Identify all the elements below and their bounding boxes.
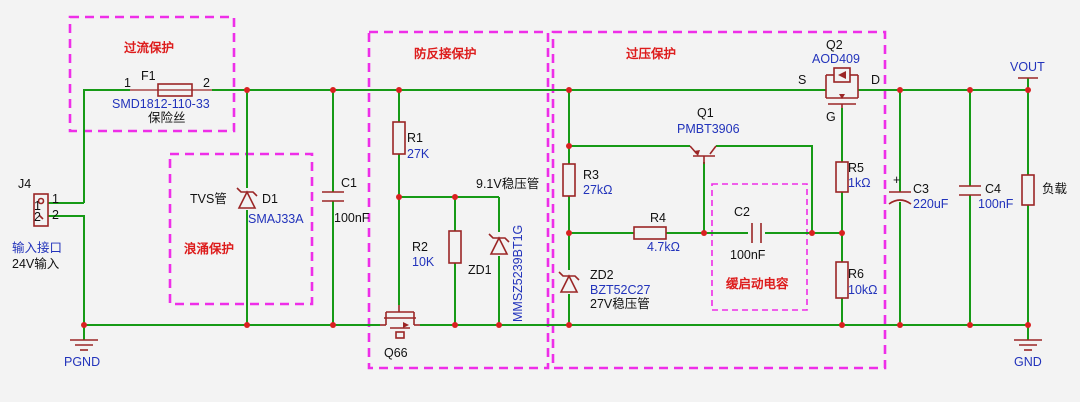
resistor-r5 xyxy=(835,161,849,193)
resistor-r4 xyxy=(633,226,667,240)
c3-ref: C3 xyxy=(913,182,929,196)
c2-value: 100nF xyxy=(730,248,766,262)
capacitor-c4 xyxy=(959,185,981,196)
r6-ref: R6 xyxy=(848,267,864,281)
zd1-desc: 9.1V稳压管 xyxy=(476,176,539,191)
r1-value: 27K xyxy=(407,147,430,161)
gnd-symbol xyxy=(1014,339,1042,351)
zener-zd1 xyxy=(488,233,510,255)
zd2-ref: ZD2 xyxy=(590,268,614,282)
q1-ref: Q1 xyxy=(697,106,714,120)
zener-zd2 xyxy=(558,271,580,293)
f1-part: SMD1812-110-33 xyxy=(112,97,210,111)
capacitor-c1 xyxy=(322,191,344,202)
f1-desc: 保险丝 xyxy=(148,110,186,125)
r3-value: 27kΩ xyxy=(583,183,613,197)
r2-ref: R2 xyxy=(412,240,428,254)
f1-ref: F1 xyxy=(141,69,156,83)
label-softstart: 缓启动电容 xyxy=(726,276,789,291)
q2-s: S xyxy=(798,73,806,87)
zd2-part: BZT52C27 xyxy=(590,283,650,297)
net-vout: VOUT xyxy=(1010,60,1045,74)
q2-d: D xyxy=(871,73,880,87)
capacitor-c3 xyxy=(888,191,912,205)
resistor-r2 xyxy=(448,230,462,264)
zd2-desc: 27V稳压管 xyxy=(590,296,650,311)
connector-j4 xyxy=(33,193,49,227)
resistor-r6 xyxy=(835,261,849,299)
net-pgnd: PGND xyxy=(64,355,100,369)
r5-value: 1kΩ xyxy=(848,176,871,190)
resistor-r1 xyxy=(392,121,406,155)
wire-in-fuse xyxy=(83,89,130,203)
r4-value: 4.7kΩ xyxy=(647,240,680,254)
label-overvoltage: 过压保护 xyxy=(626,46,676,61)
j4-label: 输入接口 xyxy=(12,240,62,255)
wires xyxy=(48,78,1029,340)
q2-ref: Q2 xyxy=(826,38,843,52)
d1-desc: TVS管 xyxy=(190,191,227,206)
d1-part: SMAJ33A xyxy=(248,212,304,226)
r1-ref: R1 xyxy=(407,131,423,145)
overvoltage-box xyxy=(551,30,887,370)
c3-plus: + xyxy=(893,173,900,187)
r4-ref: R4 xyxy=(650,211,666,225)
load-label: 负载 xyxy=(1042,182,1068,196)
surge-box xyxy=(168,152,314,306)
transistor-q1 xyxy=(689,145,717,164)
wire-gnd-in xyxy=(48,215,85,325)
c1-value: 100nF xyxy=(334,211,370,225)
zd1-ref: ZD1 xyxy=(468,263,492,277)
q66-ref: Q66 xyxy=(384,346,408,360)
j4-desc: 24V输入 xyxy=(12,256,60,271)
label-reverse: 防反接保护 xyxy=(414,46,477,61)
mosfet-q2 xyxy=(825,67,859,108)
r3-ref: R3 xyxy=(583,168,599,182)
tvs-diode-d1 xyxy=(236,187,258,209)
mosfet-q66 xyxy=(380,305,420,339)
d1-ref: D1 xyxy=(262,192,278,206)
junctions xyxy=(81,87,1031,328)
label-surge: 浪涌保护 xyxy=(184,241,234,256)
svg-text:2: 2 xyxy=(34,210,41,224)
capacitor-c2 xyxy=(751,223,762,243)
r2-value: 10K xyxy=(412,255,435,269)
svg-text:1: 1 xyxy=(34,199,41,213)
c4-ref: C4 xyxy=(985,182,1001,196)
c1-ref: C1 xyxy=(341,176,357,190)
label-overcurrent: 过流保护 xyxy=(124,40,174,55)
f1-pin1: 1 xyxy=(124,76,131,90)
f1-pin2: 2 xyxy=(203,76,210,90)
softstart-box xyxy=(711,183,808,311)
net-gnd: GND xyxy=(1014,355,1042,369)
reverse-box xyxy=(367,30,550,370)
q2-g: G xyxy=(826,110,836,124)
r6-value: 10kΩ xyxy=(848,283,878,297)
resistor-r3 xyxy=(562,163,576,197)
r5-ref: R5 xyxy=(848,161,864,175)
load-resistor xyxy=(1021,174,1035,206)
pgnd-symbol xyxy=(70,339,98,351)
c3-value: 220uF xyxy=(913,197,949,211)
zd1-part: MMSZ5239BT1G xyxy=(511,225,525,322)
j4-pin1: 1 xyxy=(52,192,59,206)
q1-part: PMBT3906 xyxy=(677,122,740,136)
c4-value: 100nF xyxy=(978,197,1014,211)
j4-pin2: 2 xyxy=(52,208,59,222)
c2-ref: C2 xyxy=(734,205,750,219)
q2-part: AOD409 xyxy=(812,52,860,66)
overcurrent-box xyxy=(68,15,236,133)
fuse-f1 xyxy=(130,83,212,97)
j4-ref: J4 xyxy=(18,177,31,191)
